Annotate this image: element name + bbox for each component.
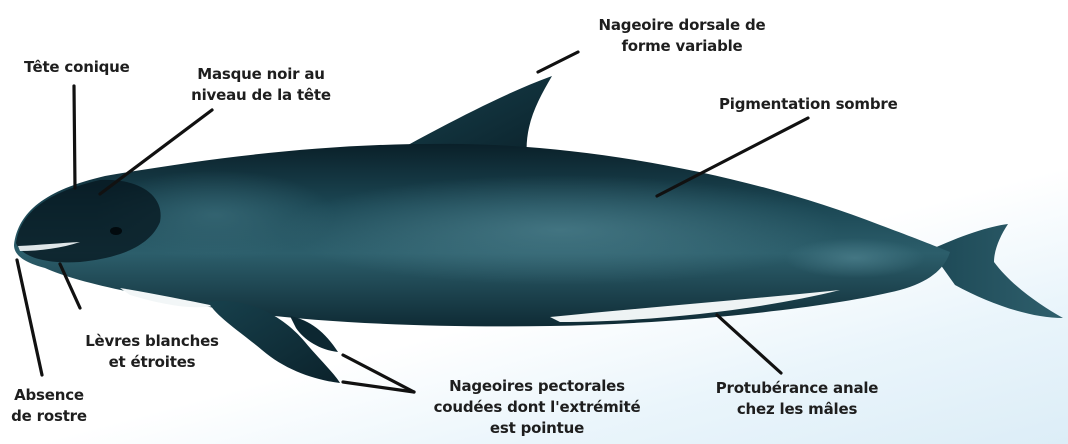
tail-sheen: [785, 238, 925, 278]
label-line: de rostre: [4, 406, 94, 427]
label-line: Protubérance anale: [702, 378, 892, 399]
label-line: Masque noir au: [166, 64, 356, 85]
label-line: Tête conique: [24, 57, 130, 78]
label-line: niveau de la tête: [166, 85, 356, 106]
label-dorsale: Nageoire dorsale de forme variable: [572, 15, 792, 57]
label-line: et étroites: [72, 352, 232, 373]
label-line: forme variable: [572, 36, 792, 57]
label-line: Lèvres blanches: [72, 331, 232, 352]
label-line: Absence: [4, 385, 94, 406]
tail-fluke: [930, 224, 1063, 318]
label-tete-conique: Tête conique: [24, 57, 130, 78]
leader-anale: [717, 315, 781, 373]
label-pectorales: Nageoires pectorales coudées dont l'extr…: [422, 376, 652, 439]
label-pigmentation: Pigmentation sombre: [719, 94, 898, 115]
leader-rostre: [17, 260, 42, 375]
label-line: coudées dont l'extrémité: [422, 397, 652, 418]
label-rostre: Absence de rostre: [4, 385, 94, 427]
label-line: chez les mâles: [702, 399, 892, 420]
eye: [110, 227, 122, 235]
label-line: est pointue: [422, 418, 652, 439]
label-masque: Masque noir au niveau de la tête: [166, 64, 356, 106]
label-levres: Lèvres blanches et étroites: [72, 331, 232, 373]
label-anale: Protubérance anale chez les mâles: [702, 378, 892, 420]
label-line: Nageoires pectorales: [422, 376, 652, 397]
body-sheen: [280, 175, 840, 285]
label-line: Pigmentation sombre: [719, 94, 898, 115]
label-line: Nageoire dorsale de: [572, 15, 792, 36]
leader-tete-conique: [74, 86, 75, 188]
